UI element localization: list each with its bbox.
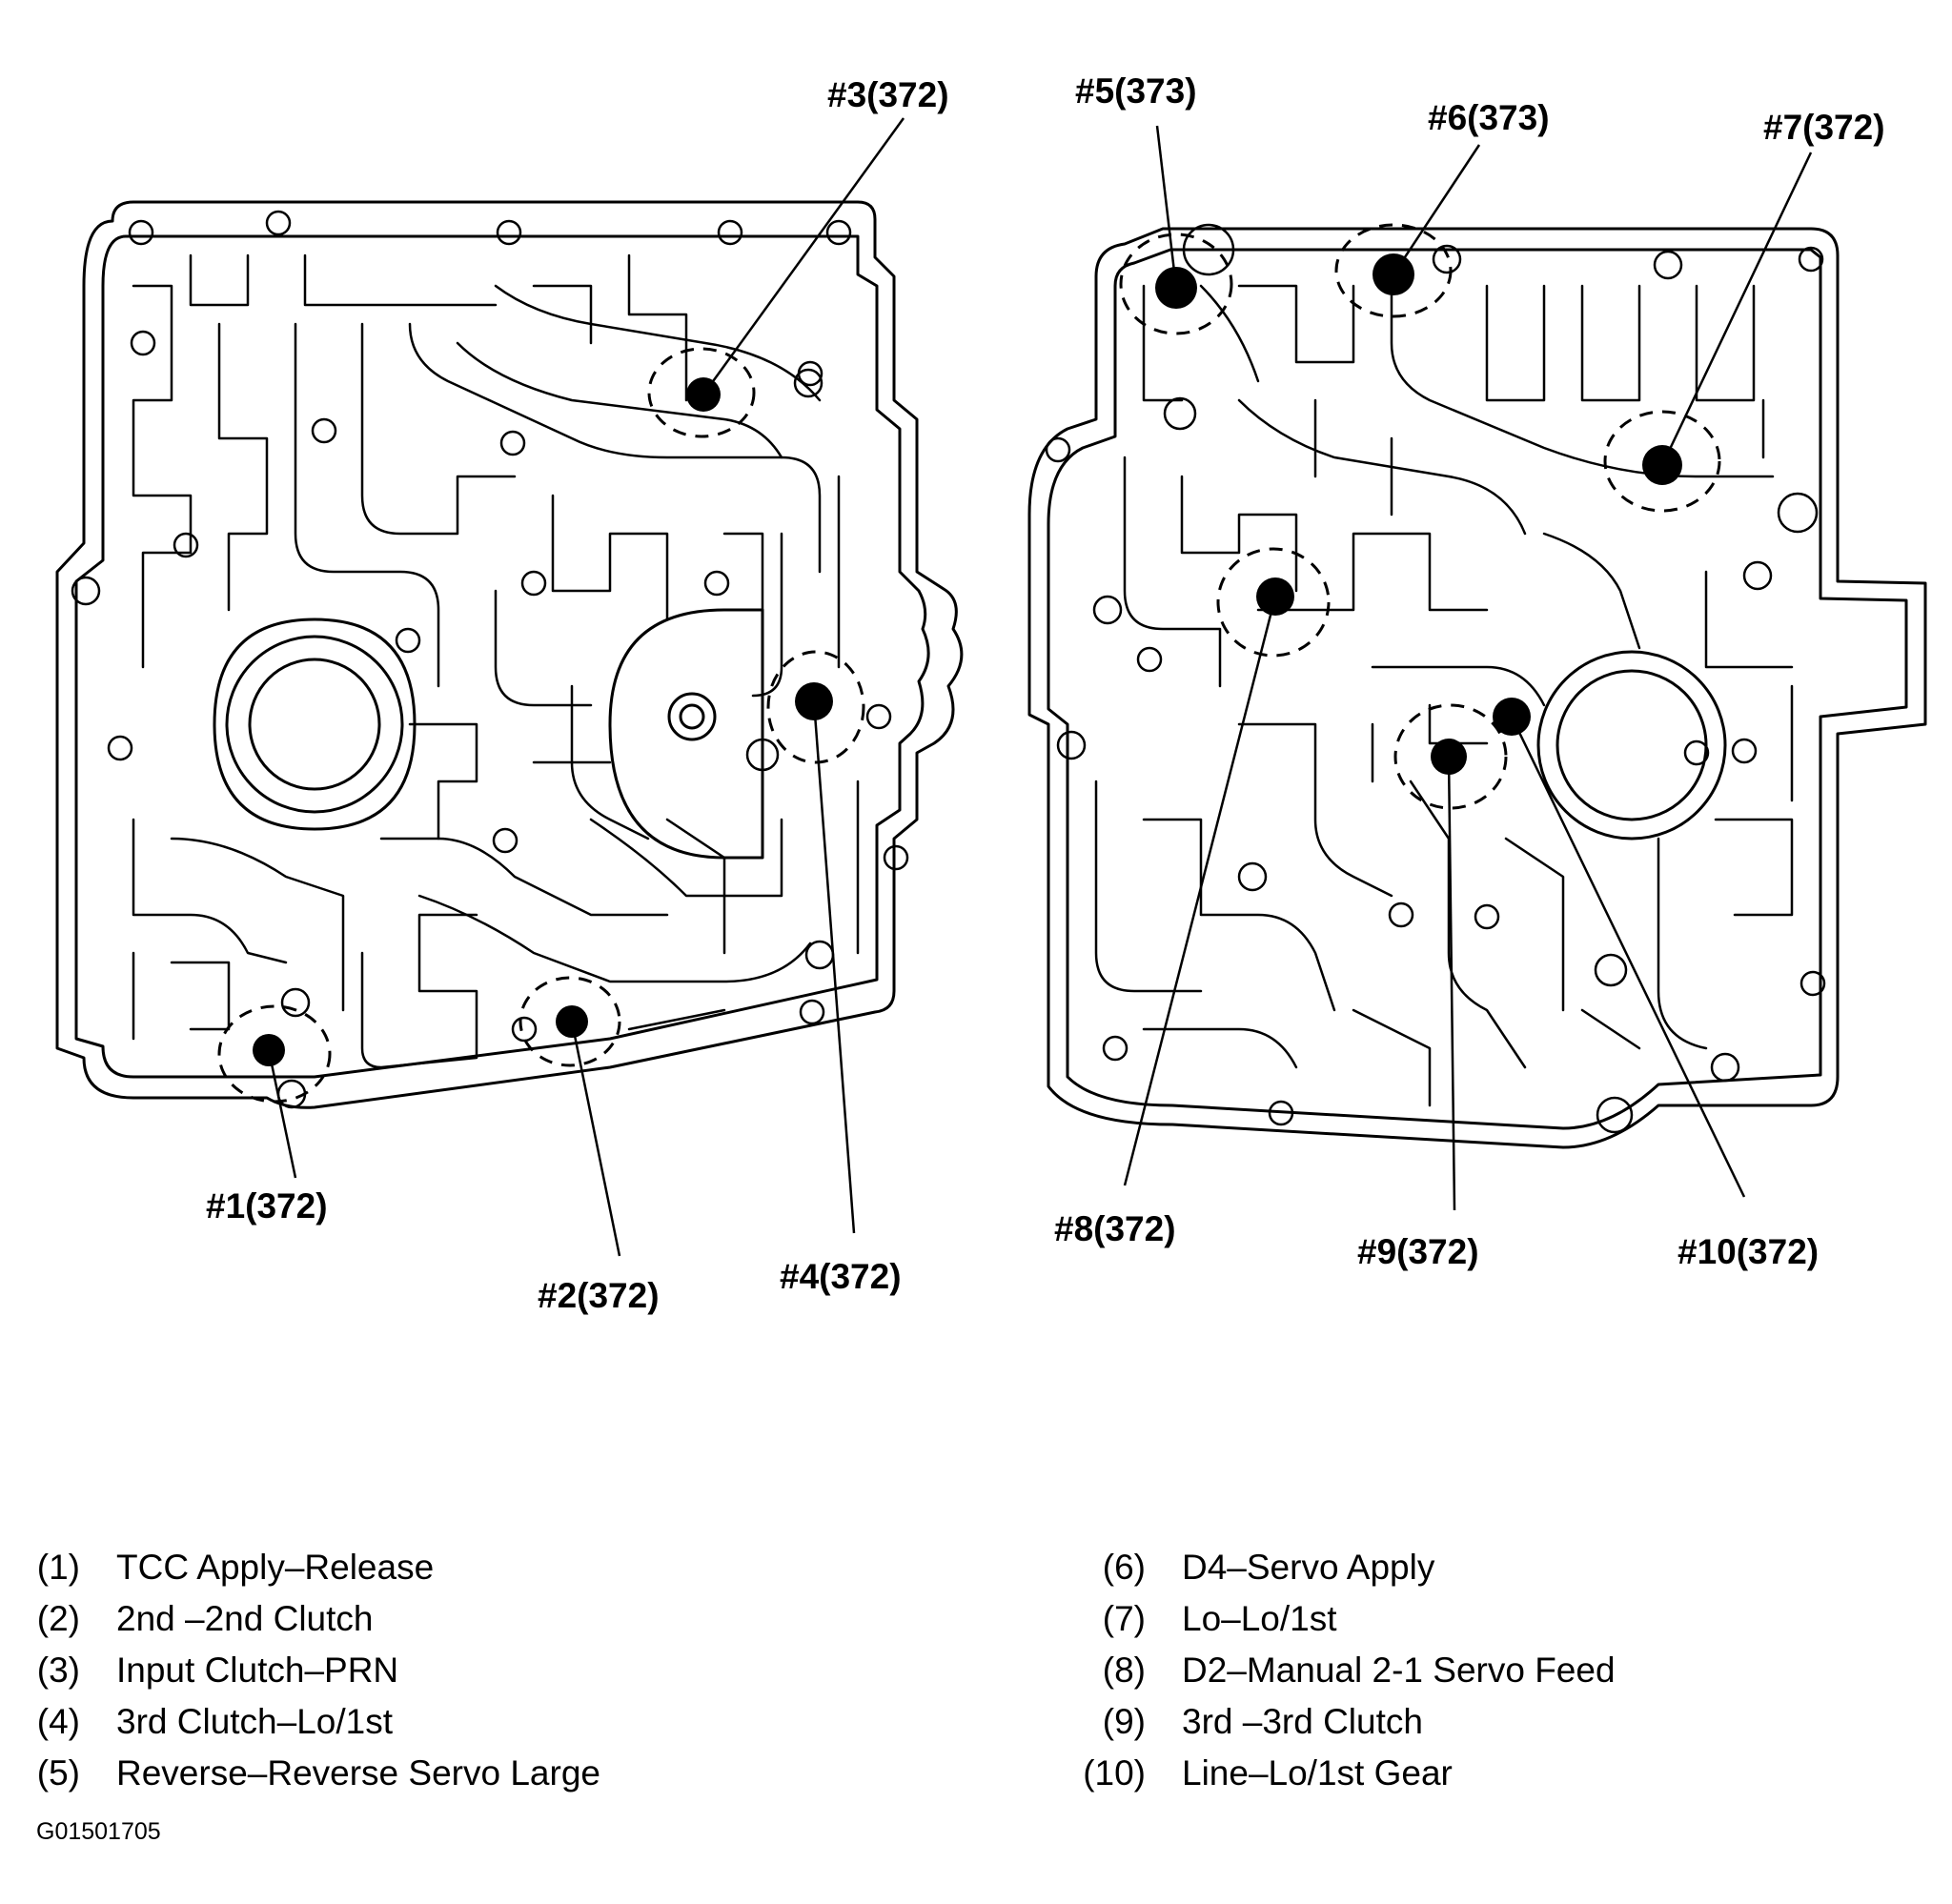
valve-body-diagram: .ol { fill: none; stroke: #000; stroke-w… [55, 71, 1927, 1315]
callout-1: #1(372) [206, 1186, 328, 1225]
legend-number: (5) [36, 1753, 80, 1793]
legend-label: TCC Apply–Release [116, 1548, 435, 1587]
callout-3: #3(372) [827, 75, 949, 114]
legend-item-4: (4) 3rd Clutch–Lo/1st [0, 1696, 600, 1748]
leader-lines [267, 117, 1813, 1257]
legend-item-9: (9) 3rd –3rd Clutch [1066, 1696, 1616, 1748]
legend-right-column: (6) D4–Servo Apply (7) Lo–Lo/1st (8) D2–Man… [1066, 1542, 1616, 1799]
left-valve-body [55, 200, 964, 1109]
legend-number: (8) [1102, 1651, 1146, 1690]
right-valve-body [1027, 223, 1927, 1149]
legend-item-6: (6) D4–Servo Apply [1066, 1542, 1616, 1593]
leader-line-7 [1660, 152, 1813, 466]
callout-8: #8(372) [1054, 1209, 1176, 1248]
legend-item-5: (5) Reverse–Reverse Servo Large [0, 1748, 600, 1799]
legend-left-column: (1)TCC Apply–Release (2)2nd –2nd Clutch … [0, 1542, 600, 1799]
legend-item-8: (8) D2–Manual 2-1 Servo Feed [1066, 1645, 1616, 1696]
leader-line-1 [267, 1049, 297, 1179]
legend-item-3: (3) Input Clutch–PRN [0, 1645, 600, 1696]
legend-number: (4) [36, 1702, 80, 1741]
legend-label: D4–Servo Apply [1182, 1548, 1435, 1587]
legend-number: (10) [1083, 1753, 1146, 1793]
legend-number: (7) [1102, 1599, 1146, 1638]
callout-6: #6(373) [1428, 98, 1550, 137]
callout-5: #5(373) [1075, 71, 1197, 111]
legend-label: Reverse–Reverse Servo Large [116, 1753, 600, 1793]
legend-label: 2nd –2nd Clutch [116, 1599, 374, 1638]
legend-item-1: (1) TCC Apply–Release [0, 1542, 600, 1593]
legend-number: (1) [36, 1548, 80, 1587]
legend-number: (9) [1102, 1702, 1146, 1741]
leader-line-9 [1447, 756, 1456, 1211]
leader-line-3 [702, 117, 905, 395]
legend-item-10: (10) Line–Lo/1st Gear [1066, 1748, 1616, 1799]
callout-4: #4(372) [780, 1257, 902, 1296]
legend-number: (3) [36, 1651, 80, 1690]
callout-10: #10(372) [1678, 1232, 1819, 1271]
leader-line-6 [1392, 144, 1481, 275]
legend-label: Lo–Lo/1st [1182, 1599, 1337, 1638]
legend-label: D2–Manual 2-1 Servo Feed [1182, 1651, 1616, 1690]
leader-line-10 [1510, 716, 1746, 1198]
leader-line-4 [812, 700, 856, 1234]
legend-label: 3rd –3rd Clutch [1182, 1702, 1423, 1741]
legend-label: Line–Lo/1st Gear [1182, 1753, 1453, 1793]
callout-7: #7(372) [1763, 108, 1885, 147]
leader-line-8 [1123, 596, 1277, 1186]
callout-9: #9(372) [1357, 1232, 1479, 1271]
legend-label: 3rd Clutch–Lo/1st [116, 1702, 394, 1741]
callout-2: #2(372) [538, 1276, 660, 1315]
legend-item-2: (2) 2nd –2nd Clutch [0, 1593, 600, 1645]
legend-label: Input Clutch–PRN [116, 1651, 399, 1690]
legend-item-7: (7) Lo–Lo/1st [1066, 1593, 1616, 1645]
leader-line-2 [570, 1021, 621, 1257]
legend-number: (6) [1102, 1548, 1146, 1587]
legend-number: (2) [36, 1599, 80, 1638]
figure-id: G01501705 [36, 1818, 161, 1845]
callout-labels: #1(372) #2(372) #3(372) #4(372) #5(373) … [206, 71, 1885, 1315]
leader-line-5 [1155, 125, 1178, 289]
